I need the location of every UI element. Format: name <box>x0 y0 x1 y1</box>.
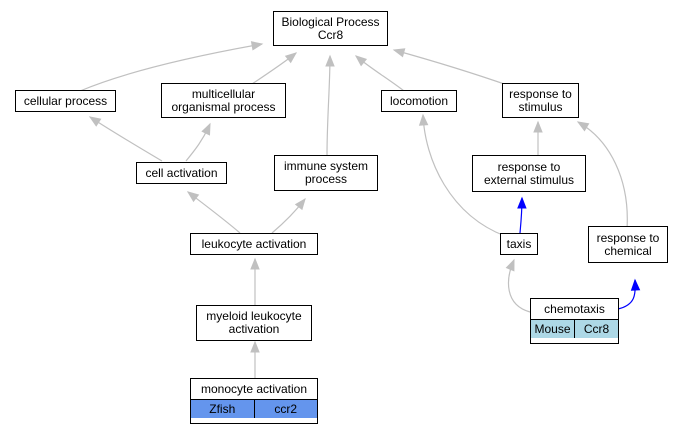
edge-response-stimulus-to-bp-arrowhead <box>392 48 406 58</box>
monocyte-species: Zfish <box>191 400 254 418</box>
edge-leukocyte-to-immune-arrowhead <box>294 197 306 211</box>
edge-cellular-to-bp <box>79 43 263 92</box>
node-locomotion[interactable]: locomotion <box>381 90 457 112</box>
edge-response-chemical-to-response-stimulus-arrowhead <box>576 121 590 132</box>
node-chemotaxis[interactable]: chemotaxis Mouse Ccr8 <box>530 298 619 344</box>
edge-taxis-to-locomotion <box>422 114 506 237</box>
monocyte-annotations: Zfish ccr2 <box>191 400 317 418</box>
edge-response-chemical-to-response-stimulus <box>577 121 628 230</box>
chemotaxis-title: chemotaxis <box>531 299 618 320</box>
edge-cellactivation-to-cellular <box>89 116 163 162</box>
monocyte-title: monocyte activation <box>191 379 317 400</box>
node-cellular-process[interactable]: cellular process <box>15 90 116 112</box>
edge-multicellular-to-bp-arrowhead <box>284 52 298 64</box>
edge-chemotaxis-to-taxis-arrowhead <box>505 258 515 272</box>
edge-response-stimulus-to-bp <box>393 49 511 87</box>
monocyte-gene: ccr2 <box>253 400 317 418</box>
chemotaxis-annotations: Mouse Ccr8 <box>531 320 618 338</box>
chemotaxis-species: Mouse <box>531 320 574 338</box>
edge-locomotion-to-bp-arrowhead <box>354 55 368 67</box>
node-myeloid-leukocyte-activation[interactable]: myeloid leukocyte activation <box>196 305 312 341</box>
edge-immune-to-bp <box>326 55 331 156</box>
node-monocyte-activation[interactable]: monocyte activation Zfish ccr2 <box>190 378 318 424</box>
node-leukocyte-activation[interactable]: leukocyte activation <box>190 233 318 255</box>
node-response-to-stimulus[interactable]: response to stimulus <box>502 83 579 118</box>
edge-myeloid-to-leukocyte-arrowhead <box>250 257 260 270</box>
node-immune-system-process[interactable]: immune system process <box>274 155 378 191</box>
edge-chemotaxis-to-response-chemical-arrowhead <box>630 278 641 291</box>
edge-taxis-to-response-external-arrowhead <box>517 196 527 209</box>
edge-cellactivation-to-cellular-arrowhead <box>88 116 102 127</box>
edge-leukocyte-to-cellactivation-arrowhead <box>186 191 200 203</box>
edge-taxis-to-locomotion-arrowhead <box>418 113 429 126</box>
edge-cellular-to-bp-arrowhead <box>250 41 264 51</box>
node-taxis[interactable]: taxis <box>500 233 538 255</box>
node-response-to-chemical[interactable]: response to chemical <box>588 226 668 263</box>
edge-monocyte-to-myeloid-arrowhead <box>250 340 260 353</box>
node-cell-activation[interactable]: cell activation <box>136 162 227 184</box>
edge-cellactivation-to-multicellular-arrowhead <box>201 122 211 136</box>
chemotaxis-gene: Ccr8 <box>574 320 618 338</box>
edge-chemotaxis-to-response-chemical <box>617 279 636 310</box>
node-response-to-external-stimulus[interactable]: response to external stimulus <box>472 155 586 192</box>
edge-immune-to-bp-arrowhead <box>325 54 335 67</box>
edge-response-external-to-response-stimulus-arrowhead <box>533 120 543 133</box>
node-multicellular-organismal-process[interactable]: multicellular organismal process <box>161 83 286 118</box>
node-biological-process[interactable]: Biological Process Ccr8 <box>273 11 388 46</box>
